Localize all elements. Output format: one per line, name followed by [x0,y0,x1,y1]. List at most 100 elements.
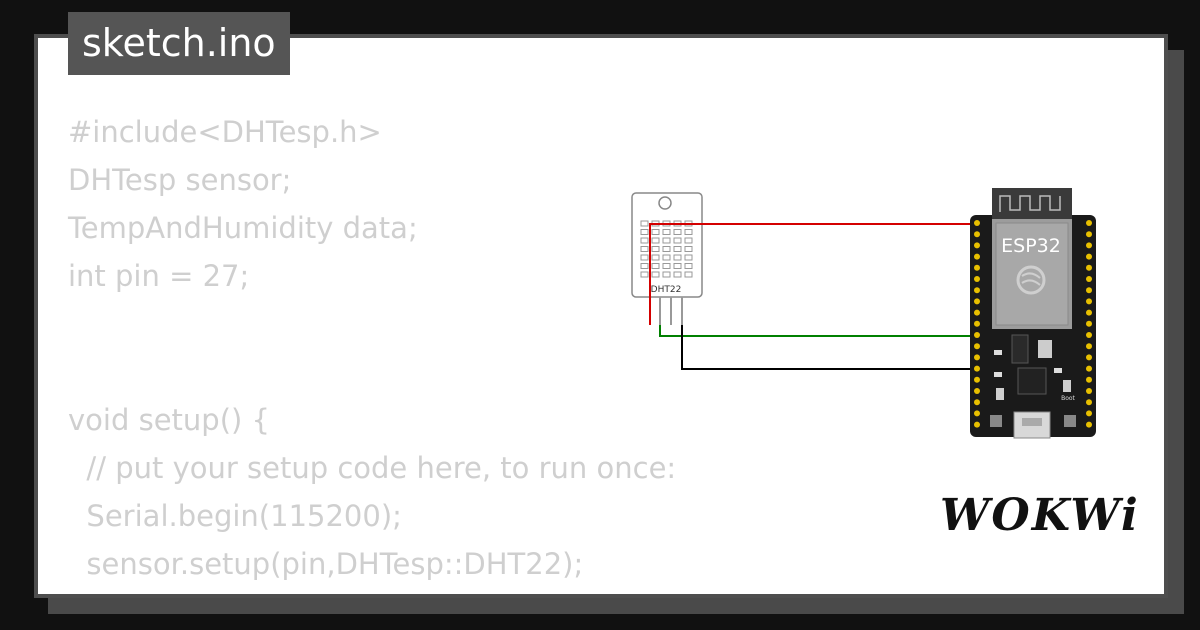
board-pin-right[interactable] [1086,220,1092,226]
board-pin-right[interactable] [1086,253,1092,260]
board-button-right[interactable] [1064,415,1076,427]
board-pin-left[interactable] [974,276,980,282]
code-line: // put your setup code here, to run once… [68,451,677,485]
sensor-grille-slot [673,271,682,278]
sensor-grille-slot [673,246,682,252]
board-pin-right[interactable] [1086,242,1092,249]
smd-component [994,372,1002,377]
board-pin-right[interactable] [1086,421,1092,428]
sensor-grille-slot [684,254,693,261]
board-pin-right[interactable] [1086,365,1092,372]
board-pin-right[interactable] [1086,343,1092,350]
sensor-grille-slot [684,246,693,252]
board-pin-left[interactable] [974,365,980,372]
board-pin-right[interactable] [1086,376,1092,383]
board-pin-right[interactable] [1086,410,1092,417]
antenna-trace [999,195,1061,212]
pin-header-right [1086,220,1092,428]
code-editor[interactable]: #include<DHTesp.h> DHTesp sensor; TempAndH… [68,108,676,588]
board-pin-left[interactable] [974,242,980,249]
smd-component [1054,368,1062,373]
wire-ground[interactable] [681,325,976,370]
sensor-grille-slot [662,237,671,244]
sensor-grille-slot [651,229,660,235]
board-pin-right[interactable] [1086,354,1092,361]
board-pin-left[interactable] [974,264,980,271]
code-line: Serial.begin(115200); [68,499,402,533]
sensor-grille-slot [640,271,649,278]
board-pin-left[interactable] [974,231,980,238]
board-pin-right[interactable] [1086,264,1092,271]
sensor-grille-slot [662,229,671,235]
board-pin-left[interactable] [974,354,980,361]
voltage-regulator [1011,334,1029,364]
antenna-area [992,188,1072,220]
board-pin-right[interactable] [1086,298,1092,305]
boot-button[interactable] [1063,380,1071,392]
sensor-grille-slot [662,246,671,252]
sensor-grille-slot [673,263,682,269]
sensor-grille-slot [684,271,693,278]
board-pin-left[interactable] [974,220,980,226]
board-button-left[interactable] [990,415,1002,427]
sensor-grille-slot [651,254,660,261]
sensor-grille-slot [640,229,649,235]
file-tab[interactable]: sketch.ino [68,12,290,75]
board-pin-left[interactable] [974,320,980,327]
smd-component [994,350,1002,355]
esp32-board[interactable]: ESP32 Boot [970,188,1096,439]
boot-label: Boot [1061,395,1075,402]
sensor-grille-slot [684,229,693,235]
board-pin-right[interactable] [1086,231,1092,238]
wire-data[interactable] [659,325,976,337]
board-pin-left[interactable] [974,287,980,294]
board-pin-left[interactable] [974,253,980,260]
espressif-logo-icon [1016,265,1046,295]
sensor-grille-slot [640,220,649,227]
sensor-label: DHT22 [651,285,682,295]
board-pin-left[interactable] [974,298,980,305]
code-line: TempAndHumidity data; [68,211,418,245]
code-line: sensor.setup(pin,DHTesp::DHT22); [68,547,584,581]
board-pin-left[interactable] [974,343,980,350]
board-pin-right[interactable] [1086,320,1092,327]
board-pin-left[interactable] [974,376,980,383]
board-pin-left[interactable] [974,388,980,394]
board-label: ESP32 [1001,235,1061,257]
code-line: void setup() { [68,403,270,437]
code-line: DHTesp sensor; [68,163,292,197]
board-pin-right[interactable] [1086,399,1092,406]
board-pin-left[interactable] [974,410,980,417]
sensor-grille-slot [640,263,649,269]
wire-power[interactable] [649,223,976,325]
board-pin-left[interactable] [974,421,980,428]
board-pin-right[interactable] [1086,388,1092,394]
wokwi-logo[interactable]: WOKWi [940,490,1140,541]
sensor-grille-slot [673,229,682,235]
sensor-grille-slot [673,254,682,261]
board-pin-right[interactable] [1086,276,1092,282]
sensor-grille-slot [662,263,671,269]
board-pin-right[interactable] [1086,309,1092,316]
sensor-grille-slot [673,237,682,244]
usb-uart-chip [1017,367,1047,395]
en-button[interactable] [996,388,1004,400]
sensor-grille-slot [662,271,671,278]
sensor-grille-slot [651,271,660,278]
sensor-grille-slot [640,254,649,261]
sensor-grille-slot [651,263,660,269]
sensor-mount-hole [658,196,672,210]
code-line: #include<DHTesp.h> [68,115,382,149]
sensor-grille-slot [684,237,693,244]
board-pin-right[interactable] [1086,287,1092,294]
board-pin-left[interactable] [974,399,980,406]
board-pin-right[interactable] [1086,332,1092,338]
sensor-grille-slot [651,237,660,244]
sensor-grille-slot [651,246,660,252]
board-pin-left[interactable] [974,332,980,338]
reset-button[interactable] [1038,340,1052,358]
sensor-grille-slot [662,254,671,261]
dht22-sensor[interactable]: DHT22 [631,192,703,325]
board-pin-left[interactable] [974,309,980,316]
